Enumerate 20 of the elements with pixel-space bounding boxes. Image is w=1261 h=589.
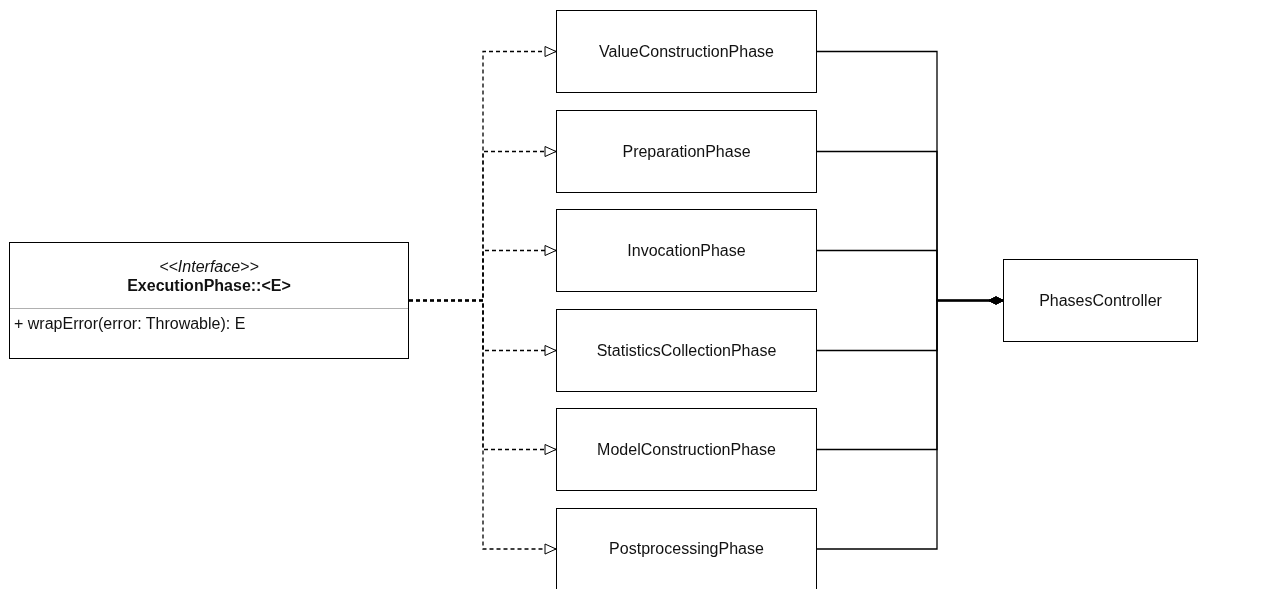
class-name: InvocationPhase (627, 241, 746, 260)
class-box (556, 309, 817, 392)
class-name: ExecutionPhase::<E> (127, 275, 291, 295)
class-name: StatisticsCollectionPhase (596, 341, 777, 360)
class-box (1003, 259, 1198, 342)
class-name: PhasesController (1039, 291, 1162, 310)
method-signature: + wrapError(error: Throwable): E (13, 314, 247, 334)
composition-line (816, 296, 1004, 550)
realization-arrow (408, 299, 557, 555)
class-box (556, 209, 817, 292)
class-box (556, 10, 817, 93)
class-name: PostprocessingPhase (609, 540, 764, 558)
class-name: ModelConstructionPhase (597, 440, 776, 459)
class-box (556, 110, 817, 193)
class-box (556, 408, 817, 491)
stereotype-label: <<Interface>> (159, 256, 259, 276)
class-name: PreparationPhase (622, 142, 751, 161)
interface-class-box (9, 242, 409, 359)
class-box (556, 508, 817, 589)
class-name: ValueConstructionPhase (599, 42, 774, 61)
